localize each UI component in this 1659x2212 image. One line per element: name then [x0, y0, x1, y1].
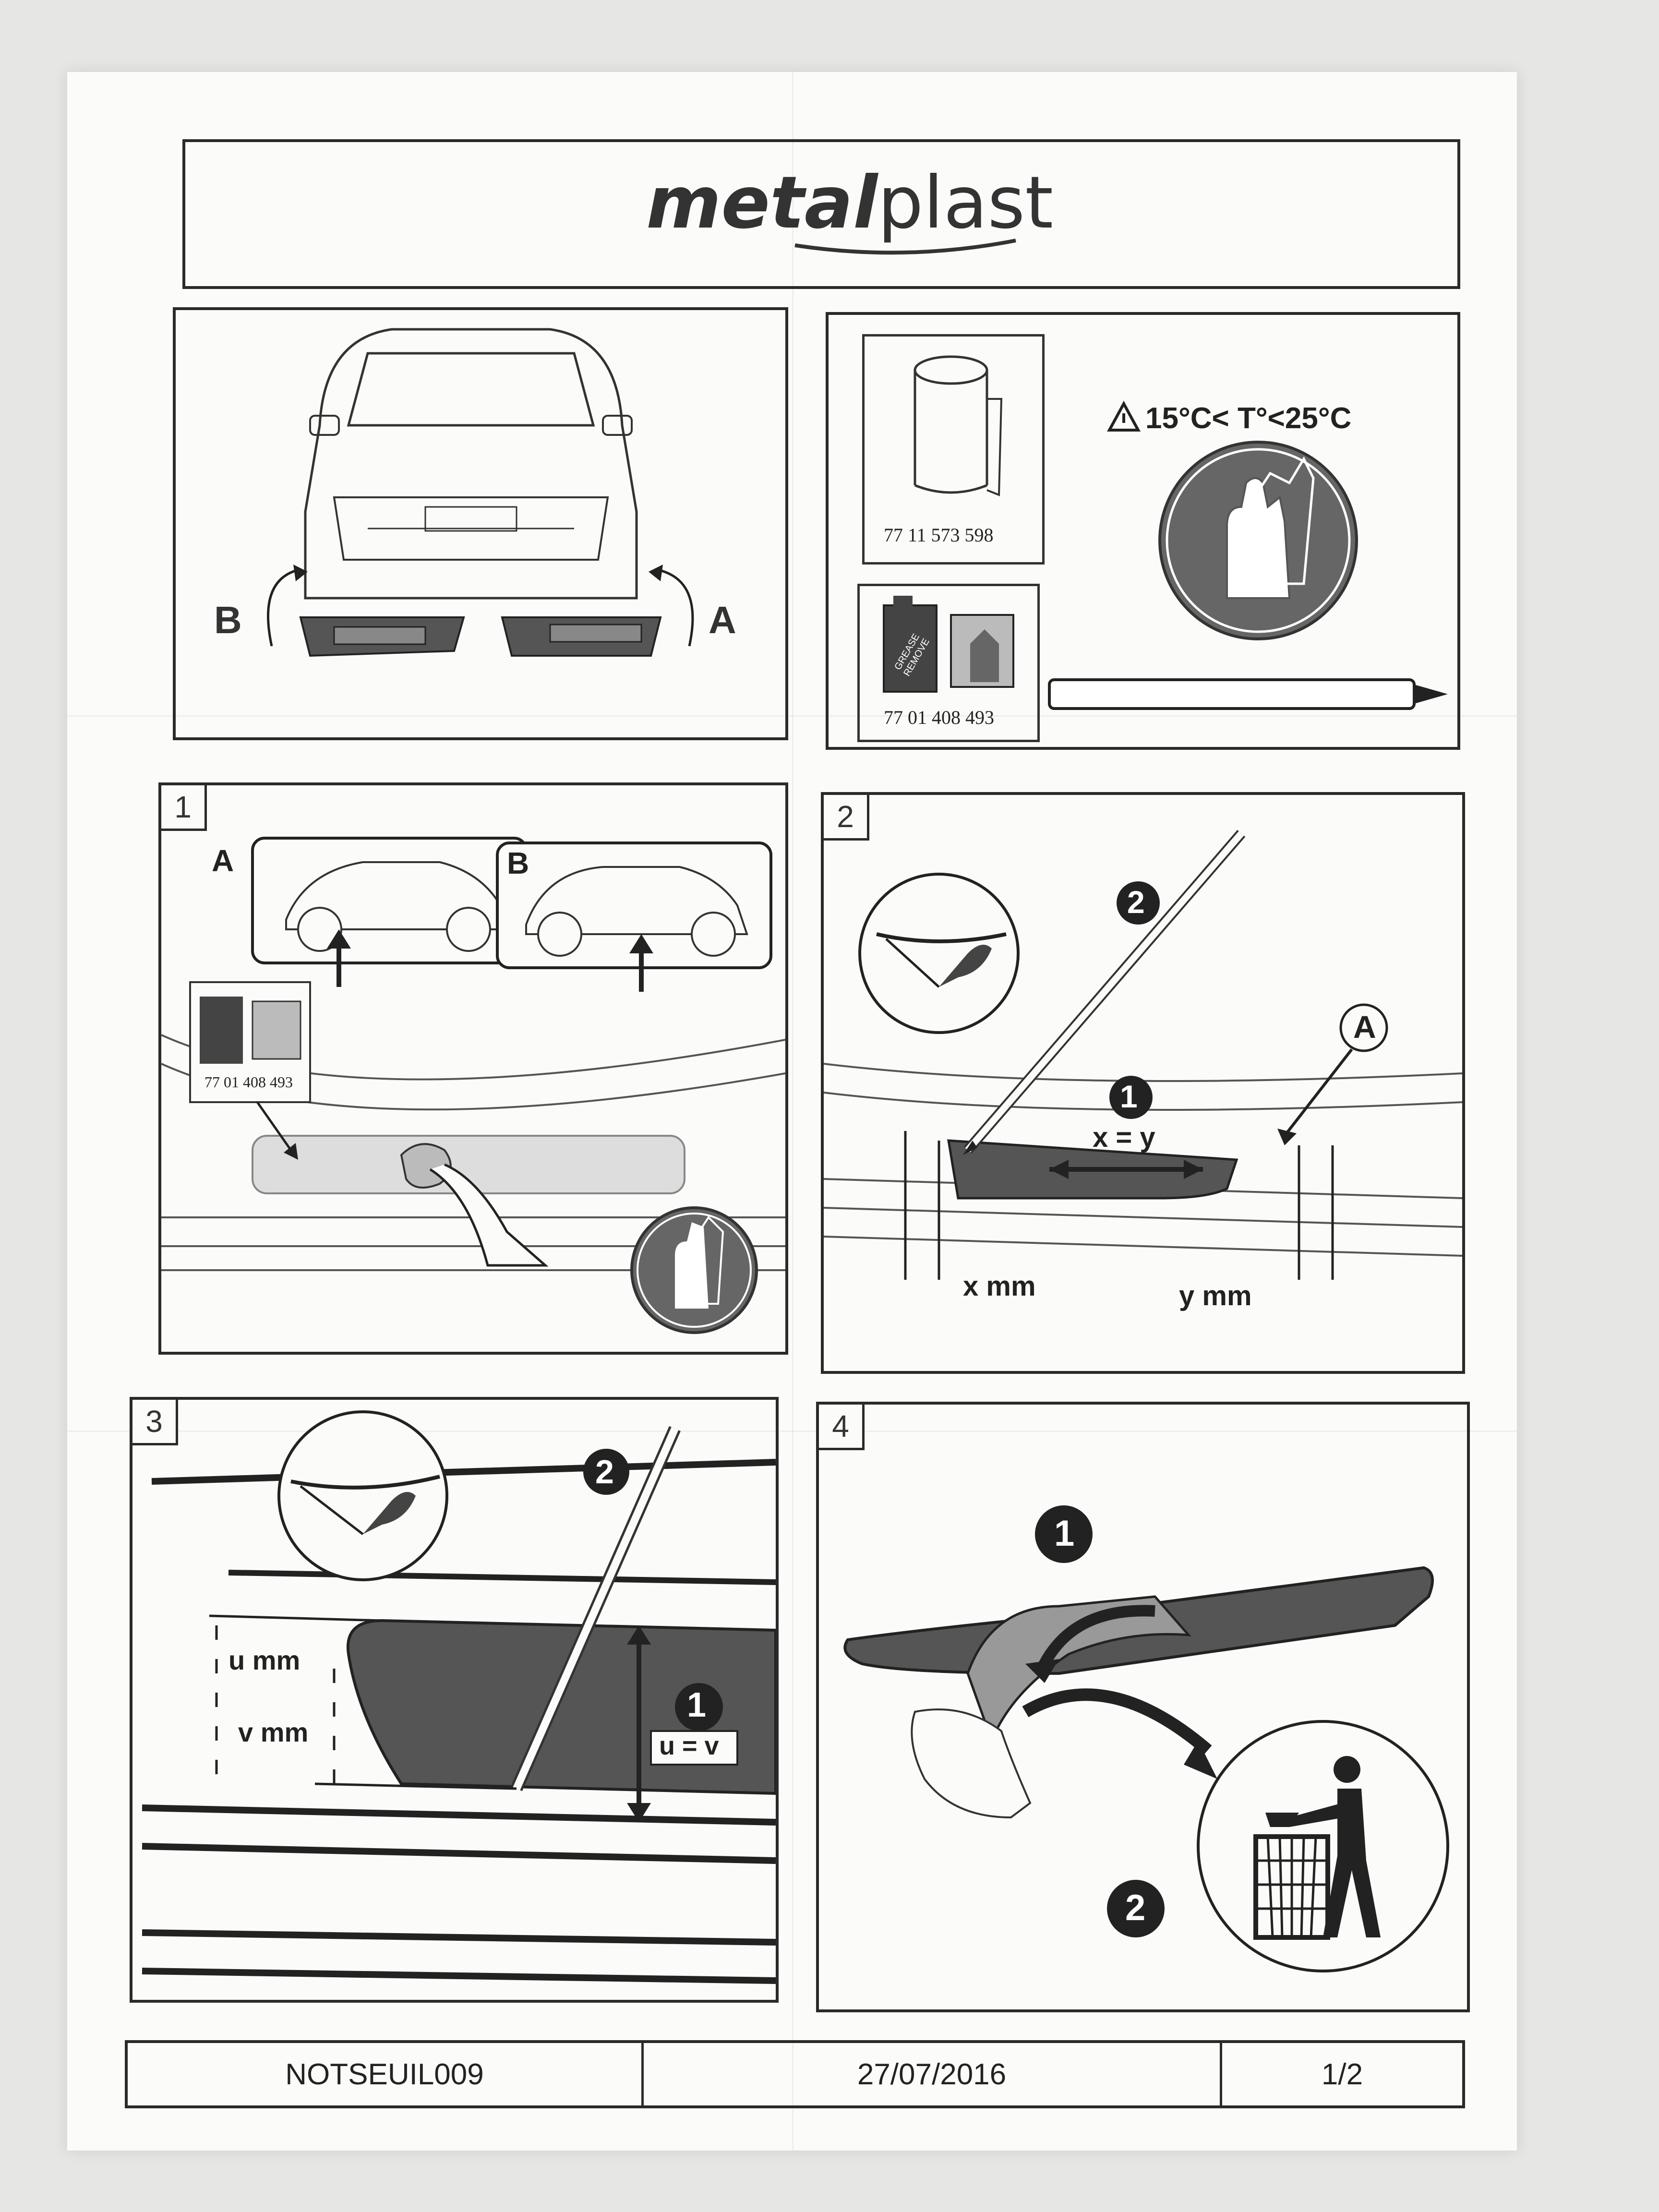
footer-page-cell: 1/2: [1222, 2043, 1462, 2105]
measure-v: v mm: [238, 1717, 309, 1747]
step-badge-1: 1: [1054, 1513, 1075, 1554]
adhesive-roll-box: 77 11 573 598: [862, 334, 1045, 565]
step-number: 1: [161, 785, 207, 831]
logo-suffix: plast: [878, 161, 1054, 245]
measure-x: x mm: [963, 1271, 1036, 1302]
measure-u: u mm: [228, 1645, 301, 1675]
footer-divider: [1220, 2043, 1222, 2105]
step-number: 2: [824, 795, 869, 841]
fold-line-horizontal: [67, 1431, 1517, 1432]
brand-logo: metalplast: [646, 161, 1053, 245]
cleaner-part-number: 77 01 408 493: [884, 707, 994, 728]
car-label-b: B: [507, 846, 529, 880]
sill-label-b: B: [214, 599, 242, 641]
document-reference: NOTSEUIL009: [285, 2057, 484, 2091]
adhesive-roll-icon: [914, 355, 1003, 496]
panel-step-3: 3 2 1 u = v u mm v mm: [130, 1397, 779, 2003]
sill-label-a: A: [1353, 1009, 1376, 1045]
step-badge-2: 2: [1127, 884, 1145, 920]
car-front-illustration: [267, 328, 694, 657]
step-badge-1: 1: [1120, 1079, 1138, 1114]
grease-remover-icon: [883, 596, 1014, 693]
step-badge-2: 2: [1125, 1887, 1146, 1928]
step-badge-2: 2: [595, 1453, 614, 1491]
roll-part-number: 77 11 573 598: [884, 524, 994, 546]
step-number: 4: [819, 1405, 865, 1450]
panel-step-4: 4 1 2: [816, 1402, 1470, 2012]
car-label-a: A: [212, 843, 234, 878]
equation-u-v: u = v: [659, 1731, 719, 1760]
clean-sill-illustration: [161, 837, 785, 1334]
panel-step-2: 2 2 1 A x = y x mm y mm: [821, 792, 1465, 1374]
header-box: metalplast: [182, 139, 1460, 289]
footer-date-cell: 27/07/2016: [644, 2043, 1220, 2105]
fold-line-horizontal: [67, 715, 1517, 717]
step-badge-1: 1: [687, 1686, 707, 1724]
cleaner-box: GREASE REMOVE 77 01 408 493: [857, 584, 1040, 742]
page-number: 1/2: [1321, 2057, 1363, 2091]
measure-y: y mm: [1179, 1280, 1252, 1311]
temperature-range: 15°C< T°<25°C: [1145, 402, 1352, 435]
equation-x-y: x = y: [1093, 1122, 1155, 1153]
position-sill-illustration: [824, 830, 1462, 1280]
panel-overview: B A: [173, 307, 788, 740]
footer-bar: NOTSEUIL009 27/07/2016 1/2: [125, 2040, 1465, 2108]
panel-step-1: 1 A B 77 01 408 493: [158, 782, 788, 1355]
footer-divider: [641, 2043, 644, 2105]
panel-materials: 77 11 573 598 GREASE REMOVE 77 01 408 49…: [826, 312, 1460, 750]
sill-label-a: A: [709, 599, 736, 641]
footer-reference-cell: NOTSEUIL009: [128, 2043, 641, 2105]
step-number: 3: [132, 1400, 178, 1445]
cleaner-part-number: 77 01 408 493: [204, 1073, 293, 1091]
logo-prefix: metal: [646, 161, 878, 245]
logo-swoosh: [794, 239, 1016, 255]
materials-illustrations: [1048, 400, 1448, 710]
fold-line-vertical: [792, 72, 793, 2151]
align-height-illustration: [142, 1410, 776, 1984]
peel-backing-illustration: [843, 1505, 1449, 1972]
document-date: 27/07/2016: [857, 2057, 1007, 2091]
